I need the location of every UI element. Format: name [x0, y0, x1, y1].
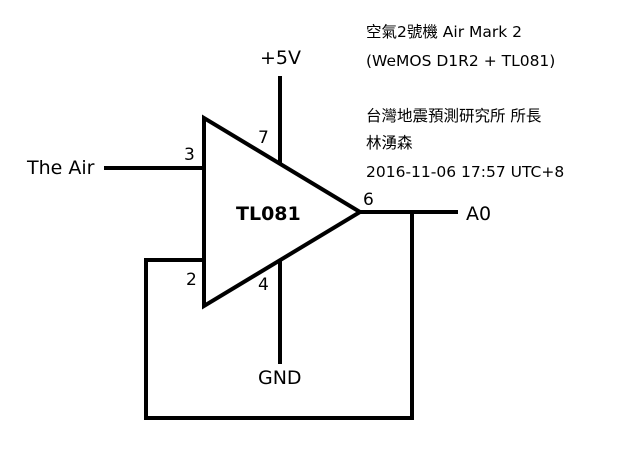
pin-6-label: 6 [363, 190, 374, 210]
note-parts: (WeMOS D1R2 + TL081) [366, 52, 555, 70]
note-institute: 台灣地震預測研究所 所長 [366, 107, 542, 125]
supply-label: +5V [260, 47, 301, 69]
pin-4-label: 4 [258, 275, 269, 295]
input-label: The Air [26, 157, 95, 179]
pin-2-label: 2 [186, 270, 197, 290]
feedback-wire [144, 212, 414, 420]
note-author: 林湧森 [366, 134, 413, 152]
output-label: A0 [466, 203, 491, 225]
note-title: 空氣2號機 Air Mark 2 [366, 23, 522, 41]
pin-7-label: 7 [258, 128, 269, 148]
pin-3-label: 3 [184, 145, 195, 165]
ground-label: GND [258, 367, 302, 389]
note-timestamp: 2016-11-06 17:57 UTC+8 [366, 163, 564, 181]
opamp-name: TL081 [236, 203, 301, 225]
